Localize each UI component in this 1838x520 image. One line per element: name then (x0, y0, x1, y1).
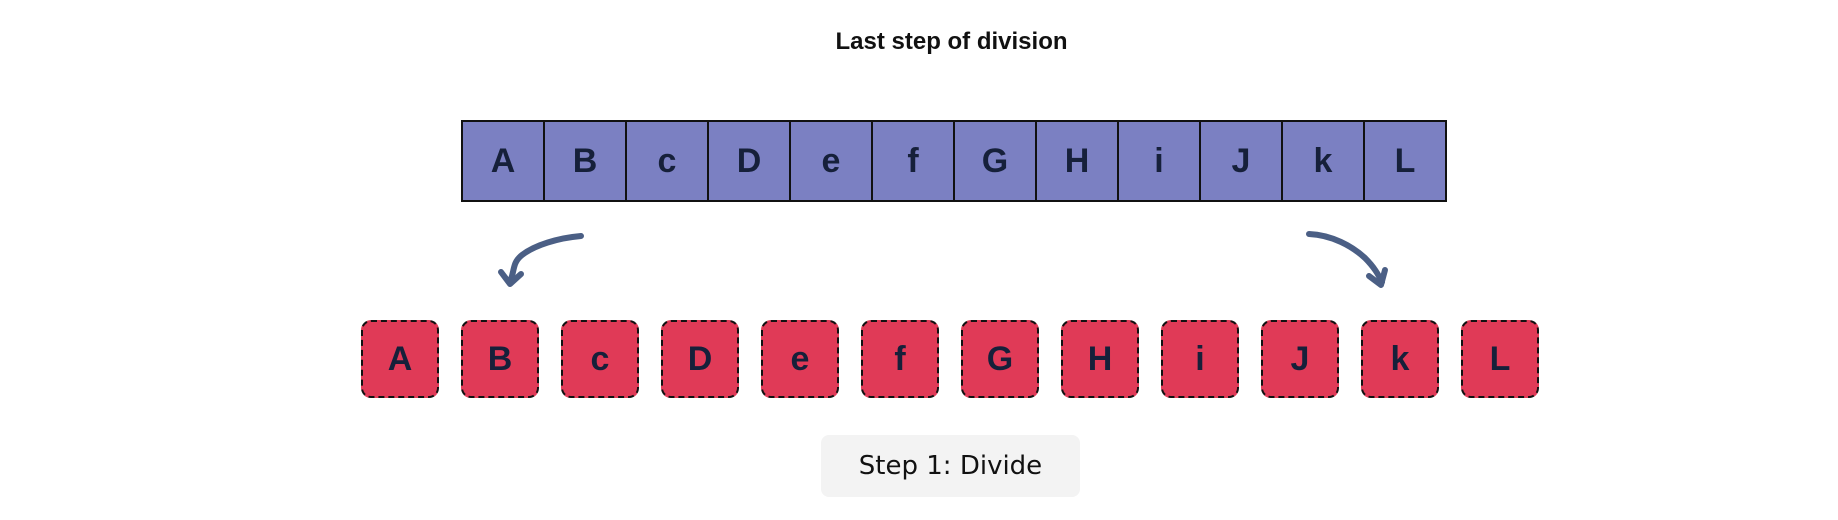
array-cell: H (1037, 120, 1119, 202)
piece: L (1461, 320, 1539, 398)
piece: e (761, 320, 839, 398)
piece: A (361, 320, 439, 398)
array-cell: A (463, 120, 545, 202)
array-cell: c (627, 120, 709, 202)
piece: c (561, 320, 639, 398)
piece: f (861, 320, 939, 398)
array-cell: i (1119, 120, 1201, 202)
piece: H (1061, 320, 1139, 398)
array-cell: G (955, 120, 1037, 202)
piece: J (1261, 320, 1339, 398)
piece: k (1361, 320, 1439, 398)
curved-arrow-down-left-icon (498, 233, 584, 287)
array-row: A B c D e f G H i J k L (461, 120, 1447, 202)
step-label: Step 1: Divide (821, 435, 1080, 497)
array-cell: k (1283, 120, 1365, 202)
piece: G (961, 320, 1039, 398)
array-cell: e (791, 120, 873, 202)
array-cell: J (1201, 120, 1283, 202)
array-cell: f (873, 120, 955, 202)
array-cell: L (1365, 120, 1447, 202)
array-cell: D (709, 120, 791, 202)
piece: i (1161, 320, 1239, 398)
diagram-title: Last step of division (835, 28, 1068, 55)
piece: D (661, 320, 739, 398)
piece: B (461, 320, 539, 398)
curved-arrow-down-right-icon (1306, 231, 1388, 288)
array-cell: B (545, 120, 627, 202)
